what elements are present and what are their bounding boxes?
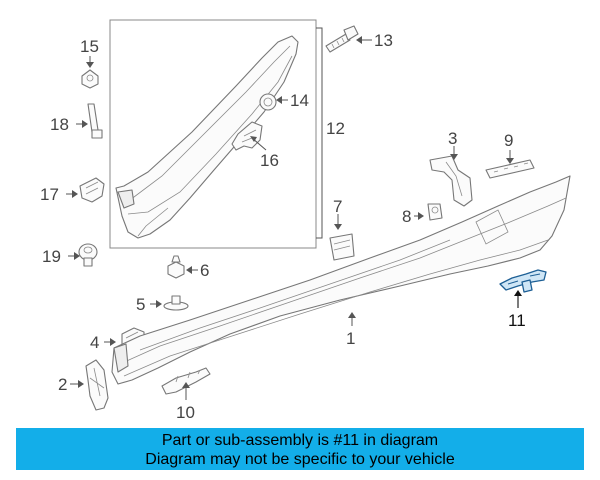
part-16-clip bbox=[231, 121, 263, 151]
callout-8: 8 bbox=[402, 207, 411, 226]
callout-3: 3 bbox=[448, 129, 457, 148]
part-15-nut bbox=[81, 69, 99, 89]
callout-1: 1 bbox=[346, 329, 355, 348]
part-7-bracket bbox=[329, 233, 355, 261]
callout-2: 2 bbox=[58, 375, 67, 394]
callout-10: 10 bbox=[176, 403, 195, 422]
part-8-grommet bbox=[427, 203, 443, 221]
pillar-trim bbox=[115, 35, 299, 239]
banner-line-1: Part or sub-assembly is #11 in diagram bbox=[161, 432, 439, 449]
callout-13: 13 bbox=[374, 31, 393, 50]
part-3-bracket bbox=[429, 155, 473, 207]
bracket-12 bbox=[316, 27, 323, 239]
callout-7: 7 bbox=[333, 197, 342, 216]
callout-5: 5 bbox=[136, 295, 145, 314]
callout-15: 15 bbox=[80, 37, 99, 56]
callout-6: 6 bbox=[200, 261, 209, 280]
callout-9: 9 bbox=[504, 131, 513, 150]
banner-line-2: Diagram may not be specific to your vehi… bbox=[145, 451, 455, 468]
callout-16: 16 bbox=[260, 151, 279, 170]
part-2-bracket bbox=[85, 359, 109, 411]
part-10-bracket bbox=[161, 367, 211, 395]
part-11-highlighted bbox=[499, 269, 547, 293]
part-6-clip bbox=[167, 255, 185, 279]
callout-14: 14 bbox=[290, 91, 309, 110]
part-14-grommet bbox=[259, 93, 277, 111]
part-19-clip bbox=[78, 243, 98, 267]
part-18-screw bbox=[87, 103, 103, 139]
callout-19: 19 bbox=[42, 247, 61, 266]
callout-18: 18 bbox=[50, 115, 69, 134]
callout-11-highlighted: 11 bbox=[508, 311, 526, 330]
inset-box bbox=[109, 19, 317, 249]
info-banner: Part or sub-assembly is #11 in diagram D… bbox=[16, 428, 584, 470]
callout-12: 12 bbox=[326, 119, 345, 138]
part-13-bolt bbox=[325, 25, 359, 53]
part-9-emblem bbox=[485, 159, 535, 179]
part-5-fastener bbox=[163, 295, 189, 311]
callout-4: 4 bbox=[90, 333, 99, 352]
callout-17: 17 bbox=[40, 185, 59, 204]
rocker-panel bbox=[111, 175, 571, 385]
part-17-clip bbox=[79, 177, 105, 203]
